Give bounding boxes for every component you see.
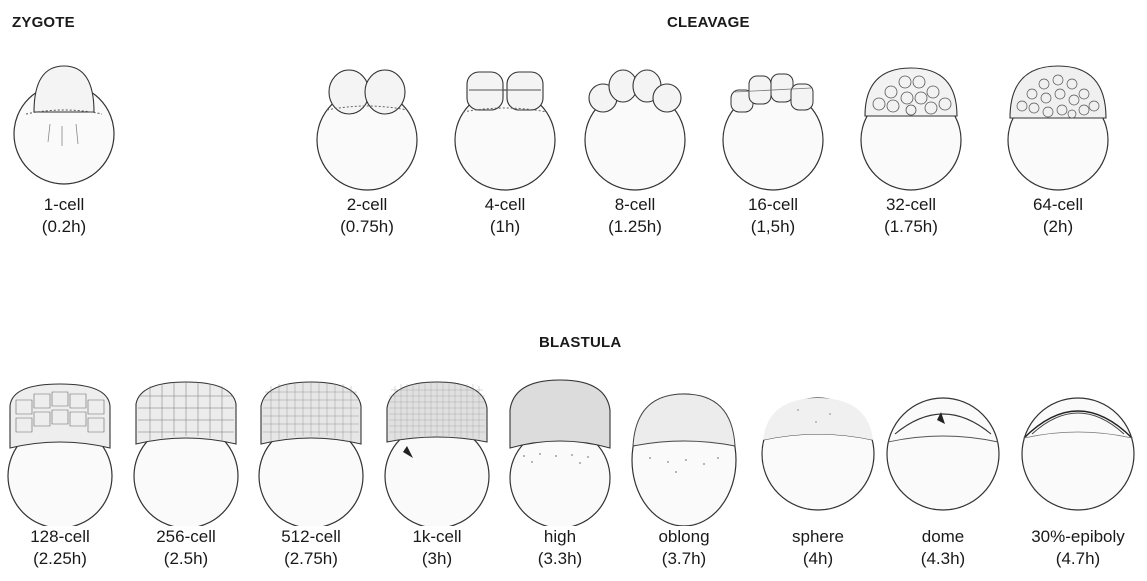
stage-name: oblong [624, 526, 744, 548]
stage-name: high [500, 526, 620, 548]
stage-high: high (3.3h) [500, 376, 620, 570]
embryo-1k-cell-drawing [377, 376, 497, 526]
heading-blastula: BLASTULA [539, 334, 621, 351]
embryo-oblong-drawing [624, 376, 744, 526]
embryo-30-percent-epiboly-drawing [1018, 376, 1138, 526]
stage-128-cell: 128-cell (2.25h) [0, 376, 120, 570]
heading-zygote: ZYGOTE [12, 14, 75, 31]
embryo-dome-drawing [883, 376, 1003, 526]
stage-name: 512-cell [251, 526, 371, 548]
stage-time: (2h) [998, 216, 1118, 238]
stage-time: (1.75h) [851, 216, 971, 238]
stage-name: 32-cell [851, 194, 971, 216]
embryo-1-cell-drawing [4, 54, 124, 194]
stage-name: 1k-cell [377, 526, 497, 548]
embryo-sphere-drawing [758, 376, 878, 526]
stage-30-percent-epiboly: 30%-epiboly (4.7h) [1018, 376, 1138, 570]
stage-time: (4.7h) [1018, 548, 1138, 570]
stage-time: (3h) [377, 548, 497, 570]
embryo-64-cell-drawing [998, 54, 1118, 194]
stage-name: 1-cell [4, 194, 124, 216]
stage-time: (1.25h) [575, 216, 695, 238]
embryo-128-cell-drawing [0, 376, 120, 526]
stage-time: (0.75h) [307, 216, 427, 238]
stage-dome: dome (4.3h) [883, 376, 1003, 570]
stage-time: (4.3h) [883, 548, 1003, 570]
embryo-512-cell-drawing [251, 376, 371, 526]
stage-name: sphere [758, 526, 878, 548]
stage-4-cell: 4-cell (1h) [445, 54, 565, 238]
embryo-high-drawing [500, 376, 620, 526]
stage-oblong: oblong (3.7h) [624, 376, 744, 570]
stage-time: (3.7h) [624, 548, 744, 570]
stage-time: (2.25h) [0, 548, 120, 570]
stage-1k-cell: 1k-cell (3h) [377, 376, 497, 570]
stage-time: (1h) [445, 216, 565, 238]
stage-time: (1,5h) [713, 216, 833, 238]
stage-time: (2.5h) [126, 548, 246, 570]
stage-name: 2-cell [307, 194, 427, 216]
stage-sphere: sphere (4h) [758, 376, 878, 570]
embryo-16-cell-drawing [713, 54, 833, 194]
heading-cleavage: CLEAVAGE [667, 14, 750, 31]
stage-name: 8-cell [575, 194, 695, 216]
stage-16-cell: 16-cell (1,5h) [713, 54, 833, 238]
stage-time: (2.75h) [251, 548, 371, 570]
stage-name: 4-cell [445, 194, 565, 216]
stage-1-cell: 1-cell (0.2h) [4, 54, 124, 238]
stage-name: 128-cell [0, 526, 120, 548]
embryo-32-cell-drawing [851, 54, 971, 194]
stage-8-cell: 8-cell (1.25h) [575, 54, 695, 238]
stage-256-cell: 256-cell (2.5h) [126, 376, 246, 570]
stage-name: dome [883, 526, 1003, 548]
stage-name: 256-cell [126, 526, 246, 548]
stage-64-cell: 64-cell (2h) [998, 54, 1118, 238]
embryo-4-cell-drawing [445, 54, 565, 194]
stage-name: 16-cell [713, 194, 833, 216]
stage-time: (3.3h) [500, 548, 620, 570]
embryo-256-cell-drawing [126, 376, 246, 526]
stage-time: (0.2h) [4, 216, 124, 238]
embryo-2-cell-drawing [307, 54, 427, 194]
stage-name: 64-cell [998, 194, 1118, 216]
stage-32-cell: 32-cell (1.75h) [851, 54, 971, 238]
stage-name: 30%-epiboly [1018, 526, 1138, 548]
stage-time: (4h) [758, 548, 878, 570]
stage-2-cell: 2-cell (0.75h) [307, 54, 427, 238]
embryo-8-cell-drawing [575, 54, 695, 194]
stage-512-cell: 512-cell (2.75h) [251, 376, 371, 570]
